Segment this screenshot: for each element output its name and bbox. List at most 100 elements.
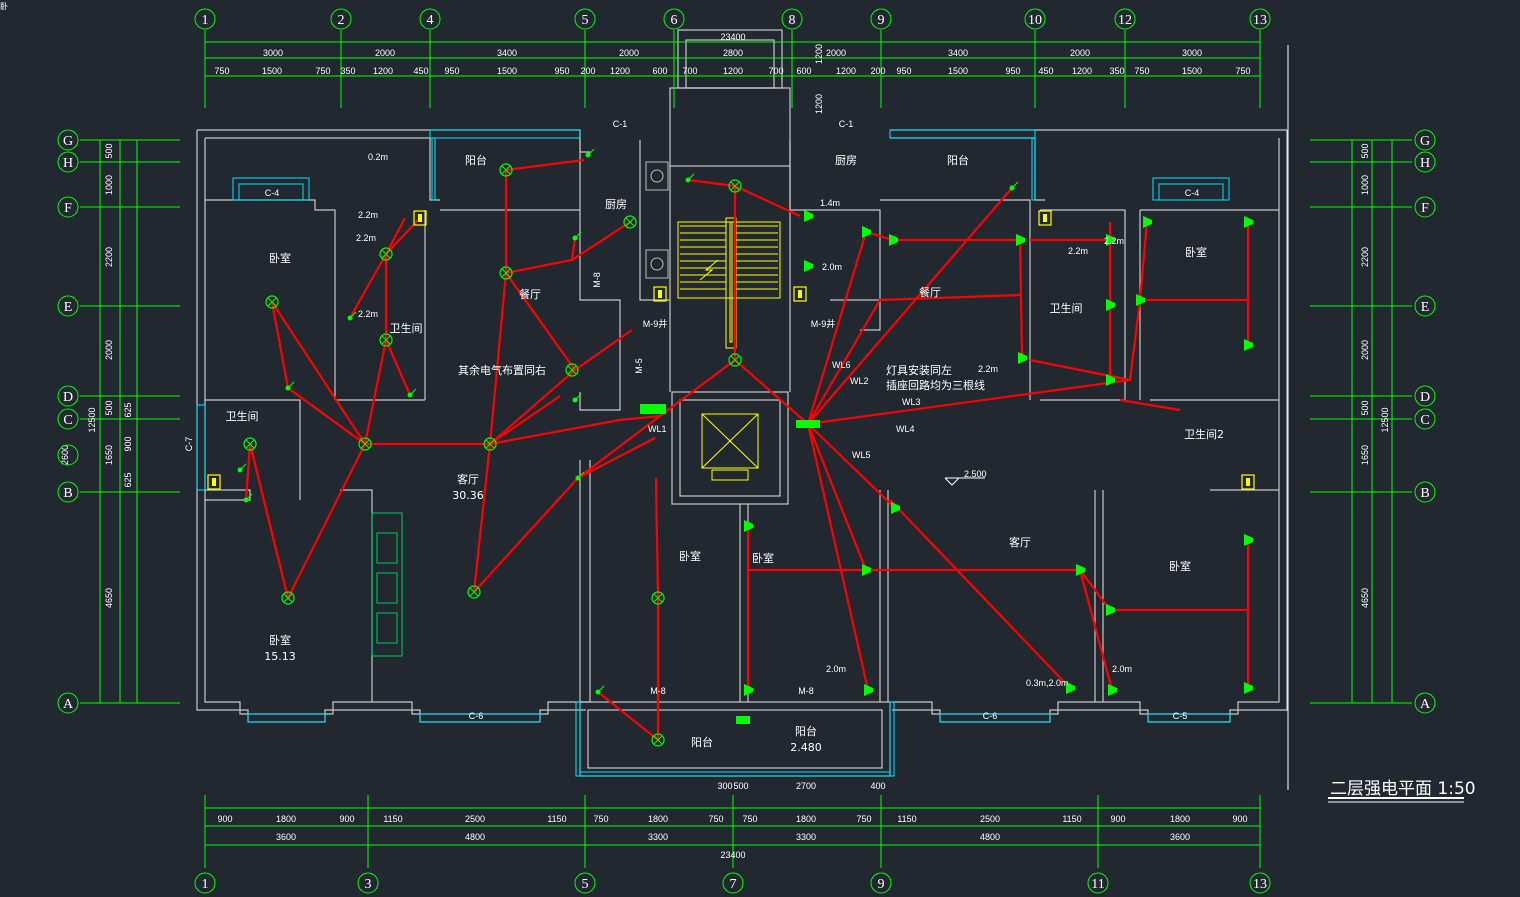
dim-top-row2: 1500 (948, 66, 968, 76)
grid-bubble-right (1414, 385, 1436, 407)
height-mark: 2.2m (356, 233, 376, 243)
wire-run (570, 237, 577, 261)
grid-bubble-top-label: 13 (1253, 13, 1267, 28)
dim-bottom-row1: 750 (856, 814, 871, 824)
grid-bubble-left-label: F (64, 201, 72, 216)
wire-run (248, 443, 290, 599)
grid-bubble-left-label: G (63, 134, 73, 149)
grid-bubble-right (1414, 481, 1436, 503)
door-tag: M-8 (650, 686, 666, 696)
room-name: 厨房 (835, 154, 857, 167)
dim-bottom-row1: 900 (339, 814, 354, 824)
dim-right: 2200 (1360, 247, 1370, 267)
grid-bubble-top-label: 2 (338, 13, 345, 28)
dim-bottom-row1: 1150 (383, 814, 402, 824)
socket-icon (889, 234, 898, 246)
grid-bubble-bottom (1087, 872, 1109, 894)
dim-bottom-row1: 750 (708, 814, 723, 824)
wire-run (806, 230, 1024, 425)
height-mark: 2.2m (358, 210, 378, 220)
wire-run (473, 437, 656, 593)
room-name: 卫生间2 (1184, 427, 1224, 441)
junction-box-core (418, 214, 422, 222)
ceiling-lamp-icon (623, 215, 637, 229)
room-area: 15.13 (264, 650, 296, 663)
dim-top-row1: 2800 (723, 48, 743, 58)
dim-bottom-row1: 900 (217, 814, 232, 824)
lamp-cross (501, 268, 511, 278)
wardrobe (371, 512, 403, 657)
dim-left: 2200 (104, 247, 114, 267)
grid-bubble-right-label: H (1420, 156, 1430, 171)
dim-right: 1000 (1360, 175, 1370, 195)
room-area: 30.36 (452, 489, 484, 502)
dim-top-row2: 750 (315, 66, 330, 76)
wire-run (363, 217, 406, 445)
window-tag: C-6 (469, 711, 484, 721)
grid-bubble-bottom (722, 872, 744, 894)
height-mark: 2.0m (826, 664, 846, 674)
lamp-cross (730, 181, 740, 191)
dim-top-row2: 700 (768, 66, 783, 76)
window-tag: C-1 (613, 119, 628, 129)
grid-bubble-bottom-label: 11 (1091, 877, 1104, 892)
window-tag: C-7 (184, 437, 194, 452)
door-tag: M-8 (592, 272, 602, 288)
grid-bubble-left (57, 408, 79, 430)
lamp-cross (625, 217, 635, 227)
dim-bottom-row1: 2500 (980, 814, 1000, 824)
ceiling-lamp-icon (281, 591, 295, 605)
grid-bubble-top (870, 8, 892, 30)
lamp-circle (623, 215, 637, 229)
dim-top-row2: 200 (870, 66, 885, 76)
wire-run (505, 272, 576, 371)
socket-icon (1066, 682, 1075, 694)
room-name: 餐厅 (519, 287, 541, 301)
stair-outline (677, 221, 781, 299)
corner-tag: 卧 (0, 2, 8, 11)
socket-icon (804, 260, 813, 272)
dim-bottom-row1: 2500 (465, 814, 485, 824)
lamp-cross (730, 355, 740, 365)
junction-box-core (212, 478, 216, 486)
switch-lever (574, 393, 582, 401)
dim-top-row1: 2000 (619, 48, 639, 58)
circuit-tag: WL5 (852, 450, 871, 460)
grid-bubble-right (1414, 692, 1436, 714)
dim-bottom-overall: 23400 (720, 850, 745, 860)
socket-icon (1076, 564, 1085, 576)
dim-bottom-row1: 1150 (1062, 814, 1081, 824)
lamp-circle (728, 353, 742, 367)
dim-left: 4650 (104, 588, 114, 608)
grid-bubble-top-label: 12 (1118, 13, 1132, 28)
dim-top-row2: 1200 (836, 66, 856, 76)
circuit-tag: WL2 (850, 376, 869, 386)
dim-bottom-row1: 1800 (1170, 814, 1190, 824)
dim-top-row2: 950 (1005, 66, 1020, 76)
grid-bubble-bottom-label: 1 (202, 877, 209, 892)
dim-top-row1: 3000 (263, 48, 283, 58)
socket-icon (862, 226, 871, 238)
grid-bubble-right-label: C (1420, 413, 1429, 428)
wire-run (1138, 221, 1149, 301)
grid-bubble-right (1414, 295, 1436, 317)
dim-left: 1650 (104, 445, 114, 465)
grid-bubble-top (1024, 8, 1046, 30)
dim-bottom-row1: 1800 (276, 814, 296, 824)
grid-bubble-left-label: B (63, 486, 72, 501)
height-mark: 0.3m,2.0m (1026, 678, 1069, 688)
socket-icon (1244, 216, 1253, 228)
grid-bubble-right-label: F (1421, 201, 1429, 216)
junction-box-icon (793, 286, 807, 302)
kitchen-fixtures (645, 161, 669, 279)
grid-bubble-bottom-label: 7 (730, 877, 737, 892)
dim-top-row2: 1200 (373, 66, 393, 76)
dim-top-row1: 3000 (1182, 48, 1202, 58)
wire-run (489, 414, 661, 446)
ceiling-lamp-icon (499, 163, 513, 177)
lamp-cross (245, 439, 255, 449)
switch-lever (287, 381, 295, 389)
dim-bottom-row2: 3300 (648, 832, 668, 842)
switch-lever (574, 231, 582, 239)
grid-bubble-left (57, 385, 79, 407)
